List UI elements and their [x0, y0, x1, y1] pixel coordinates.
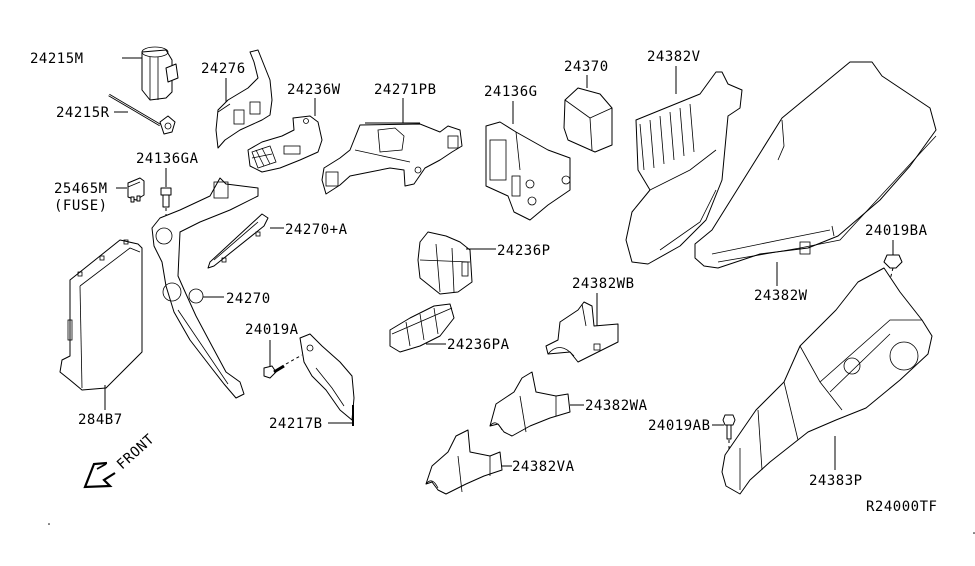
label-25465M-note: (FUSE) — [54, 198, 108, 214]
part-24217B-drawing[interactable] — [299, 333, 355, 421]
label-24019BA[interactable]: 24019BA — [865, 223, 928, 239]
label-24236P[interactable]: 24236P — [497, 243, 551, 259]
front-direction-label: FRONT — [114, 431, 158, 473]
label-24136G[interactable]: 24136G — [484, 84, 538, 100]
part-24270-drawing[interactable] — [151, 177, 259, 399]
front-arrow-icon — [83, 461, 116, 489]
part-24215M-drawing[interactable] — [141, 46, 179, 101]
label-24276[interactable]: 24276 — [201, 61, 246, 77]
part-284B7-drawing[interactable] — [59, 239, 143, 391]
part-24370-drawing[interactable] — [563, 87, 613, 153]
label-24215R[interactable]: 24215R — [56, 105, 110, 121]
label-24382WA[interactable]: 24382WA — [585, 398, 648, 414]
part-24236P-drawing[interactable] — [417, 231, 473, 295]
part-24236W-drawing[interactable] — [247, 115, 323, 173]
label-24271PB[interactable]: 24271PB — [374, 82, 437, 98]
part-24236PA-drawing[interactable] — [389, 303, 455, 353]
label-24382VA[interactable]: 24382VA — [512, 459, 575, 475]
label-24236PA[interactable]: 24236PA — [447, 337, 510, 353]
label-24382V[interactable]: 24382V — [647, 49, 701, 65]
part-24382V-drawing[interactable] — [625, 71, 743, 265]
label-24270A[interactable]: 24270+A — [285, 222, 348, 238]
bolt-24019A-icon — [263, 354, 303, 379]
label-24217B[interactable]: 24217B — [269, 416, 323, 432]
label-24382W[interactable]: 24382W — [754, 288, 808, 304]
part-24382WA-drawing[interactable] — [489, 371, 571, 437]
label-24382WB[interactable]: 24382WB — [572, 276, 635, 292]
reference-code: R24000TF — [866, 499, 937, 515]
speck — [973, 532, 975, 534]
nut-24019BA-icon — [883, 254, 903, 281]
bolt-24019AB-icon — [722, 414, 736, 454]
part-24215R-drawing[interactable] — [108, 93, 176, 135]
part-24136G-drawing[interactable] — [485, 121, 571, 221]
speck — [48, 523, 50, 525]
label-24215M[interactable]: 24215M — [30, 51, 84, 67]
label-24270[interactable]: 24270 — [226, 291, 271, 307]
label-24136GA[interactable]: 24136GA — [136, 151, 199, 167]
part-24276-drawing[interactable] — [215, 49, 273, 149]
part-24270A-drawing[interactable] — [207, 213, 269, 269]
label-24019AB[interactable]: 24019AB — [648, 418, 711, 434]
label-24383P[interactable]: 24383P — [809, 473, 863, 489]
part-24382VA-drawing[interactable] — [425, 429, 503, 495]
part-24382WB-drawing[interactable] — [545, 301, 619, 363]
part-24271PB-drawing[interactable] — [321, 123, 463, 195]
label-25465M[interactable]: 25465M — [54, 181, 108, 197]
part-24382W-drawing[interactable] — [694, 61, 937, 269]
fuse-25465M-icon — [127, 177, 145, 203]
label-24019A[interactable]: 24019A — [245, 322, 299, 338]
part-24383P-drawing[interactable] — [721, 267, 933, 495]
label-284B7[interactable]: 284B7 — [78, 412, 123, 428]
label-24236W[interactable]: 24236W — [287, 82, 341, 98]
label-24370[interactable]: 24370 — [564, 59, 609, 75]
